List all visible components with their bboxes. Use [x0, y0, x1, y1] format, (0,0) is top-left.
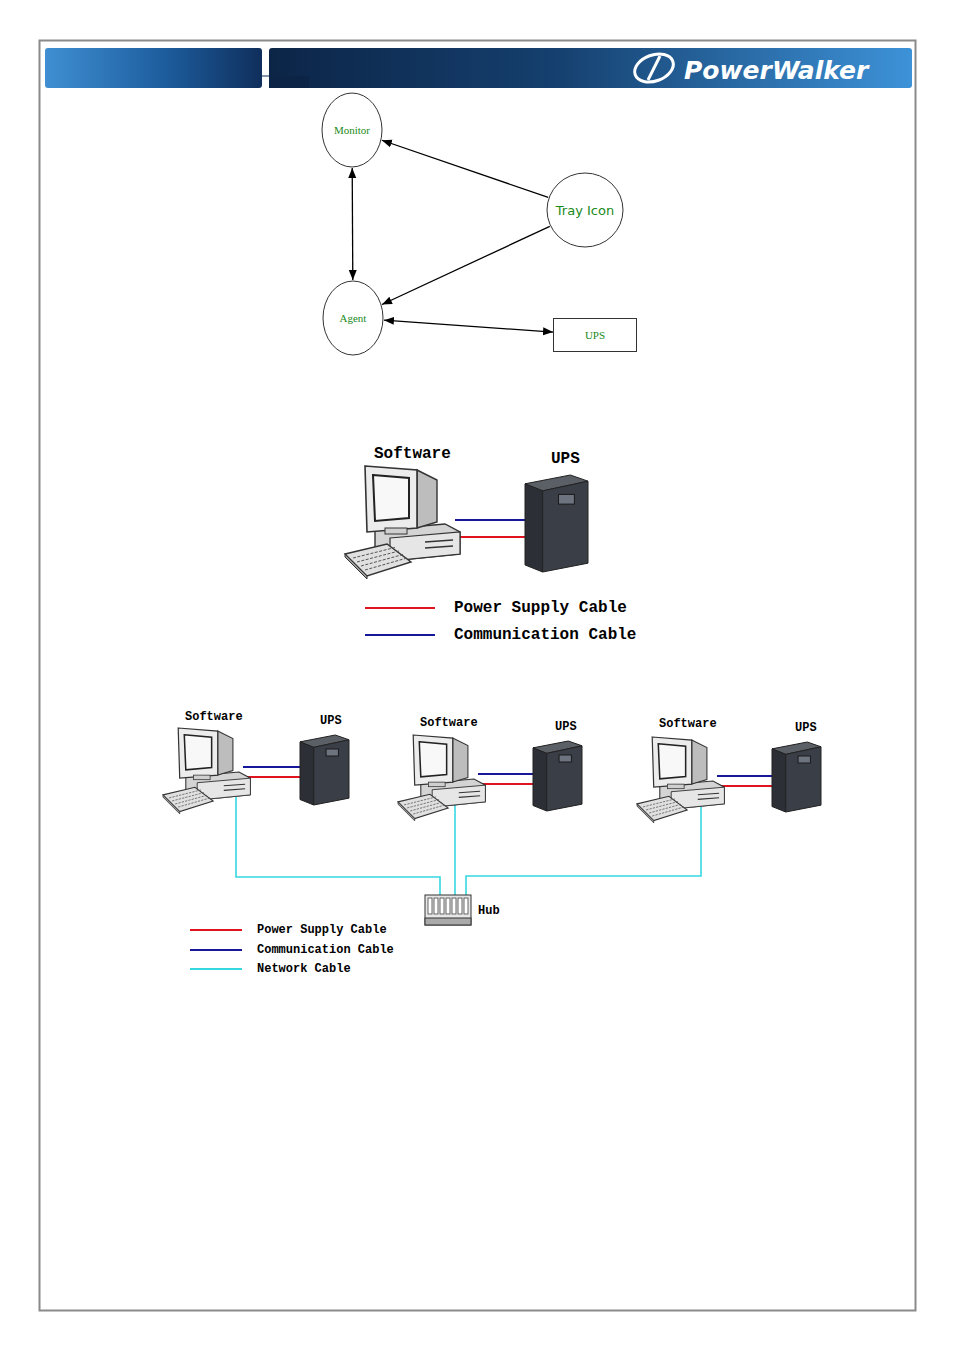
header-bar — [45, 48, 262, 88]
computer-illustration — [163, 728, 250, 814]
header-joint — [262, 76, 269, 77]
connector-arrow — [352, 168, 354, 280]
communication-cable — [478, 773, 535, 775]
hub-illustration — [425, 895, 471, 925]
legend-line-sample — [190, 963, 242, 975]
process-circle: Tray Icon — [546, 172, 624, 248]
power-supply-cable — [455, 536, 526, 538]
communication-cable — [717, 775, 774, 777]
device-label: UPS — [551, 450, 580, 468]
logo-swoosh — [631, 49, 677, 87]
device-label: Software — [374, 445, 451, 463]
legend-text: Network Cable — [257, 963, 351, 975]
legend-text: Communication Cable — [257, 944, 394, 956]
legend-item: Communication Cable — [365, 627, 636, 643]
hub-label: Hub — [478, 904, 500, 918]
connector-arrow — [382, 140, 548, 197]
communication-cable — [455, 519, 526, 521]
legend-line-sample — [190, 944, 242, 956]
process-circle: Agent — [322, 280, 384, 356]
process-circle: Monitor — [321, 92, 383, 168]
header-tab — [269, 76, 309, 88]
device-label: UPS — [555, 720, 577, 734]
node-label: UPS — [585, 329, 605, 341]
process-box: UPS — [553, 318, 637, 352]
communication-cable — [243, 766, 302, 768]
device-label: UPS — [320, 714, 342, 728]
ups-tower-illustration — [525, 475, 588, 572]
legend-item: Communication Cable — [190, 944, 394, 956]
ups-tower-illustration — [300, 735, 349, 805]
computer-illustration — [345, 466, 460, 579]
legend-line-sample — [365, 627, 435, 643]
computer-illustration — [398, 735, 485, 821]
network-cable — [454, 805, 456, 897]
power-supply-cable — [717, 785, 774, 787]
legend-line-sample — [190, 924, 242, 936]
legend-text: Communication Cable — [454, 627, 636, 643]
header-bar — [269, 48, 912, 88]
legend-line-sample — [365, 600, 435, 616]
legend-item: Power Supply Cable — [190, 924, 387, 936]
legend-item: Network Cable — [190, 963, 351, 975]
device-label: UPS — [795, 721, 817, 735]
device-label: Software — [420, 716, 478, 730]
node-label: Agent — [340, 312, 367, 324]
power-supply-cable — [478, 783, 535, 785]
node-label: Tray Icon — [556, 203, 614, 218]
connector-arrow — [384, 320, 553, 332]
node-label: Monitor — [334, 124, 370, 136]
computer-illustration — [637, 737, 724, 823]
ups-tower-illustration — [772, 742, 821, 812]
connector-arrow — [382, 226, 550, 304]
legend-item: Power Supply Cable — [365, 600, 627, 616]
legend-text: Power Supply Cable — [454, 600, 627, 616]
ups-tower-illustration — [533, 741, 582, 811]
page-frame — [40, 41, 916, 1311]
legend-text: Power Supply Cable — [257, 924, 387, 936]
device-label: Software — [185, 710, 243, 724]
device-label: Software — [659, 717, 717, 731]
brand-logo: PowerWalker — [684, 56, 868, 85]
power-supply-cable — [243, 776, 302, 778]
